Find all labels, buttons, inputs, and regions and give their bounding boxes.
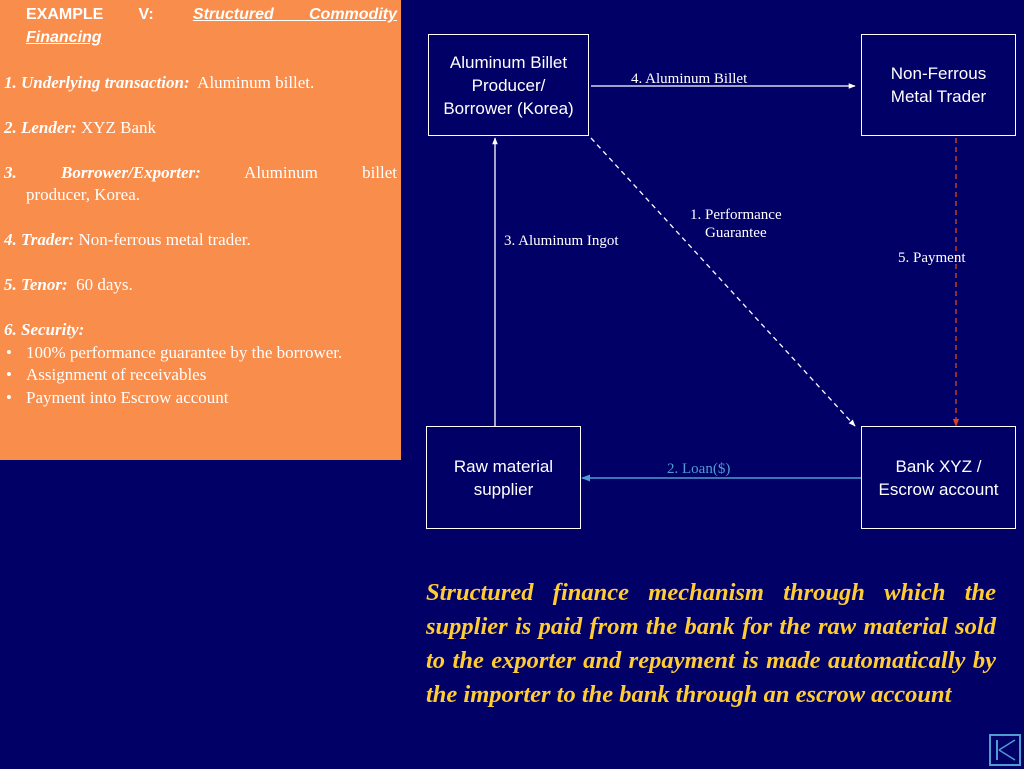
node-label: Producer/ [471, 75, 546, 95]
bullet-glyph: • [6, 387, 12, 407]
item-label: 1. Underlying transaction: [4, 72, 190, 92]
label-payment: 5. Payment [898, 250, 966, 266]
label-line: Guarantee [705, 225, 767, 241]
label-aluminum-ingot: 3. Aluminum Ingot [504, 233, 619, 249]
item-lender: 2. Lender: XYZ Bank [4, 117, 397, 140]
node-label: supplier [473, 479, 534, 499]
item-value-continued: producer, Korea. [26, 185, 141, 204]
bullet-text: Payment into Escrow account [26, 387, 229, 407]
item-label: 3. Borrower/Exporter: [4, 162, 201, 182]
item-label: 4. Trader: [4, 230, 75, 249]
label-line: 1. Performance [690, 207, 782, 223]
security-bullet: • 100% performance guarantee by the borr… [4, 342, 397, 365]
node-label: Raw material [453, 456, 554, 476]
node-non-ferrous-metal-trader: Non-Ferrous Metal Trader [861, 34, 1016, 136]
item-label: 6. Security: [4, 320, 85, 339]
skip-to-start-button[interactable] [989, 734, 1021, 766]
item-trader: 4. Trader: Non-ferrous metal trader. [4, 229, 397, 252]
node-label: Non-Ferrous [890, 64, 987, 83]
example-lead: EXAMPLE V: [26, 6, 154, 23]
example-title-cont: Financing [26, 29, 102, 46]
item-underlying-transaction: 1. Underlying transaction: Aluminum bill… [4, 72, 397, 95]
item-value: 60 days. [76, 275, 133, 294]
item-value: billet [362, 162, 398, 182]
example-title: Structured Commodity [192, 6, 397, 23]
node-bank-escrow: Bank XYZ / Escrow account [861, 426, 1016, 529]
security-bullet: • Payment into Escrow account [4, 387, 397, 410]
item-borrower-exporter: 3. Borrower/Exporter: Aluminum billet [4, 162, 397, 185]
node-raw-material-supplier: Raw material supplier [426, 426, 581, 529]
node-label: Metal Trader [890, 87, 987, 106]
item-label: 5. Tenor: [4, 275, 68, 294]
bullet-glyph: • [6, 342, 12, 362]
label-aluminum-billet: 4. Aluminum Billet [631, 71, 748, 87]
bullet-glyph: • [6, 365, 12, 384]
node-label: Borrower (Korea) [443, 98, 574, 118]
example-panel: EXAMPLE V: Structured Commodity Financin… [0, 0, 401, 460]
arrow-performance-guarantee [590, 137, 856, 427]
caption: Structured finance mechanism through whi… [426, 579, 996, 708]
item-label: 2. Lender: [4, 117, 77, 137]
bullet-text: Assignment of receivables [26, 365, 207, 384]
skip-to-start-icon [996, 739, 1016, 761]
item-security: 6. Security: [4, 319, 397, 342]
security-bullet: • Assignment of receivables [4, 364, 397, 387]
item-value: Non-ferrous metal trader. [78, 230, 251, 249]
bullet-text: 100% performance guarantee by the borrow… [26, 342, 343, 362]
node-aluminum-billet-producer: Aluminum Billet Producer/ Borrower (Kore… [428, 34, 589, 136]
node-label: Aluminum Billet [449, 52, 568, 72]
item-value: Aluminum billet. [197, 72, 315, 92]
item-tenor: 5. Tenor: 60 days. [4, 274, 397, 297]
label-loan: 2. Loan($) [667, 461, 731, 477]
node-label: Bank XYZ / [895, 456, 982, 476]
example-title-line: EXAMPLE V: Structured Commodity [4, 3, 397, 26]
item-value: Aluminum [244, 162, 318, 182]
label-performance-guarantee: 1. Performance Guarantee [690, 206, 782, 242]
node-label: Escrow account [878, 479, 999, 499]
item-value: XYZ Bank [80, 117, 157, 137]
